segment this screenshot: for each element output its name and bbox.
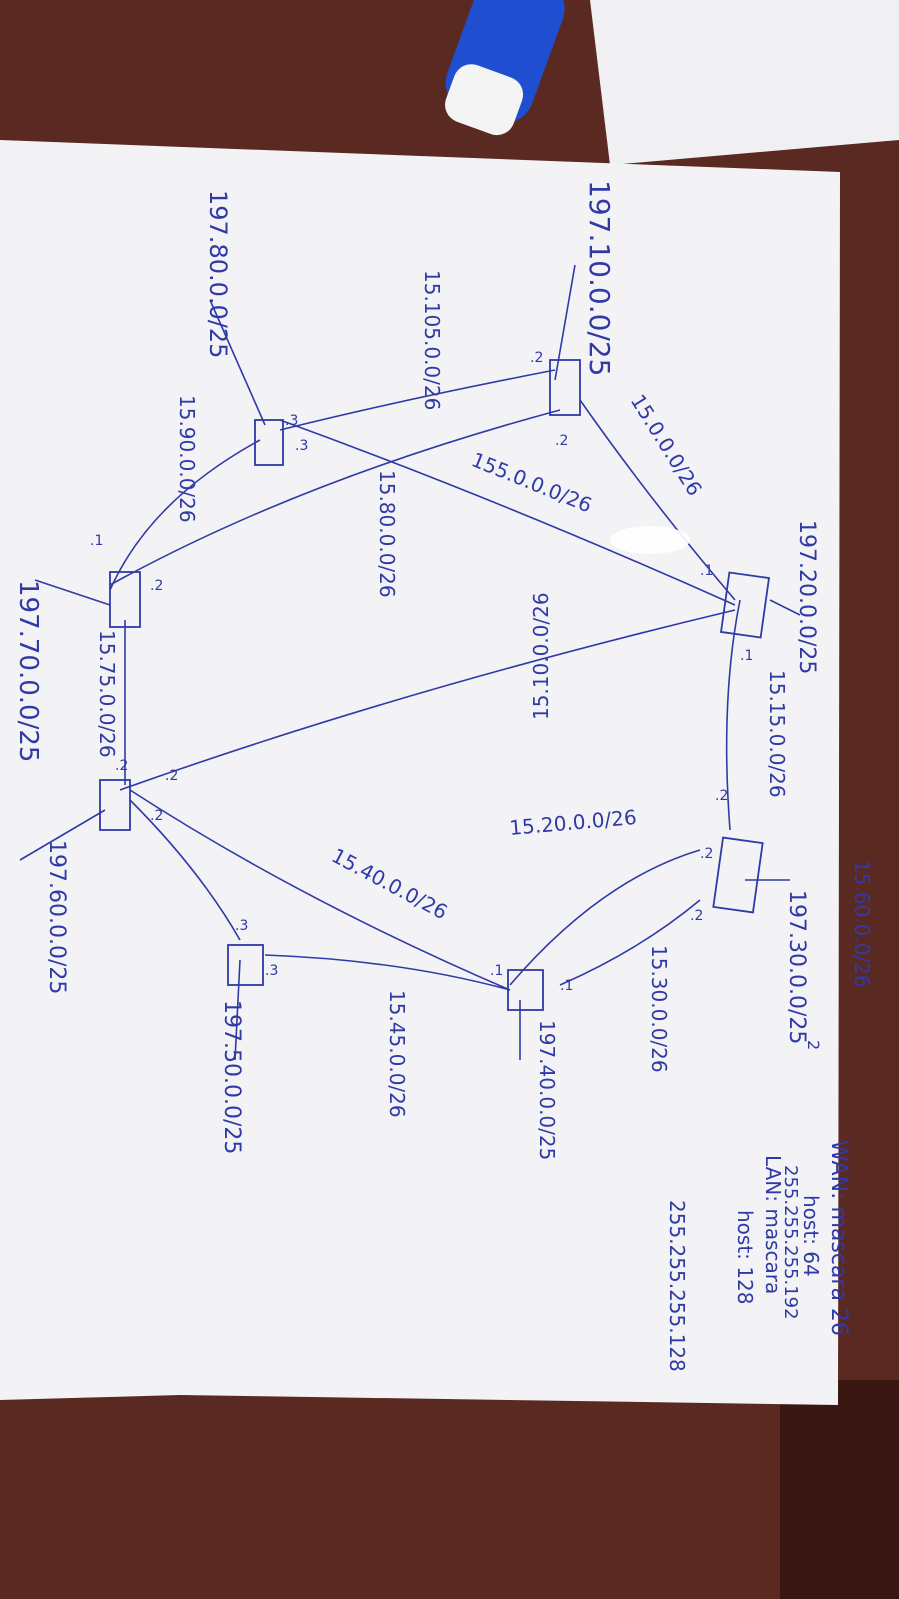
port-marker: .1 bbox=[700, 563, 713, 579]
wan-60-label: 15.60.0.0/26 bbox=[850, 860, 874, 988]
link-r2-r7 bbox=[509, 849, 701, 986]
port-marker: .1 bbox=[560, 978, 573, 994]
lan-a-label: 197.80.0.0/25 bbox=[204, 190, 232, 358]
port-marker: .3 bbox=[285, 413, 298, 429]
port-marker: .2 bbox=[115, 758, 128, 774]
router-r3 bbox=[549, 359, 581, 416]
wan-netmask-note: 255.255.255.192 bbox=[780, 1165, 801, 1320]
labels: 197.10.0.0/25 197.80.0.0/25 197.20.0.0/2… bbox=[13, 180, 874, 1372]
link-r4-r5 bbox=[109, 439, 261, 591]
port-marker: .2 bbox=[150, 808, 163, 824]
port-marker: .2 bbox=[690, 908, 703, 924]
lan-netmask-note: 255.255.255.128 bbox=[665, 1200, 689, 1372]
lan-top-left-label: 197.10.0.0/25 bbox=[583, 180, 616, 376]
router-r4 bbox=[254, 419, 284, 466]
router-r7 bbox=[507, 969, 544, 1011]
port-marker: .2 bbox=[555, 433, 568, 449]
link-r2-r7b bbox=[559, 899, 701, 986]
wan-45-label: 15.45.0.0/26 bbox=[385, 990, 409, 1118]
router-r8 bbox=[227, 944, 264, 986]
link-r6-r7 bbox=[129, 789, 511, 991]
whiteout-patch bbox=[610, 526, 690, 554]
wan-mask-note: WAN: mascara 26 bbox=[826, 1140, 851, 1336]
port-marker: .2 bbox=[165, 768, 178, 784]
link-r1-r2 bbox=[725, 599, 741, 831]
lan-host-note: host: 128 bbox=[733, 1210, 757, 1304]
lan-mask-note: LAN: mascara bbox=[761, 1155, 785, 1294]
lan-r8 bbox=[234, 959, 241, 1061]
port-marker: .2 bbox=[150, 578, 163, 594]
wan-30-label: 15.30.0.0/26 bbox=[647, 945, 671, 1073]
port-marker: .2 bbox=[530, 350, 543, 366]
lan-r1 bbox=[769, 599, 801, 616]
lan-c-label: 197.40.0.0/25 bbox=[535, 1020, 559, 1160]
wan-host-note: host: 64 bbox=[799, 1195, 823, 1277]
port-marker: .3 bbox=[295, 438, 308, 454]
lan-d-label: 197.50.0.0/25 bbox=[219, 1000, 244, 1154]
lan-b-label: 197.30.0.0/25 bbox=[784, 890, 809, 1044]
router-r2 bbox=[712, 836, 764, 914]
paper-sheet bbox=[0, 140, 840, 1405]
link-r8-r7 bbox=[264, 954, 511, 991]
lan-e-label: 197.60.0.0/25 bbox=[44, 840, 69, 994]
link-r1-r6 bbox=[119, 609, 736, 791]
port-marker: .2 bbox=[700, 846, 713, 862]
port-marker: .1 bbox=[90, 533, 103, 549]
link-r1-r4 bbox=[279, 419, 736, 606]
lan-r4 bbox=[209, 299, 266, 426]
link-r1-r3 bbox=[579, 399, 736, 601]
lan-bottom-left-label: 197.70.0.0/25 bbox=[13, 580, 43, 762]
lan-top-right-label: 197.20.0.0/25 bbox=[794, 520, 819, 674]
marker-pen bbox=[445, 0, 565, 136]
router-r5 bbox=[109, 571, 141, 628]
network-links bbox=[19, 264, 801, 1061]
wan-105-label: 15.105.0.0/26 bbox=[420, 270, 444, 410]
port-marker: .3 bbox=[265, 963, 278, 979]
lan-r5 bbox=[34, 579, 111, 606]
page-number: 2 bbox=[804, 1040, 823, 1050]
table-shadow bbox=[780, 1380, 899, 1599]
port-marker: .2 bbox=[715, 788, 728, 804]
wan-15-label: 15.15.0.0/26 bbox=[765, 670, 789, 798]
router-r1 bbox=[720, 571, 770, 639]
lan-r6 bbox=[19, 809, 106, 861]
wan-80-label: 15.80.0.0/26 bbox=[375, 470, 399, 598]
link-r3-r5 bbox=[109, 409, 561, 586]
wan-10-label: 15.10.0.0/26 bbox=[529, 592, 553, 720]
port-marker: .1 bbox=[490, 963, 503, 979]
router-r6 bbox=[99, 779, 131, 831]
back-paper-sheet bbox=[590, 0, 899, 165]
port-marker: .1 bbox=[740, 648, 753, 664]
wan-90-label: 15.90.0.0/26 bbox=[175, 395, 199, 523]
link-r3-r4 bbox=[279, 369, 556, 431]
wan-75-label: 15.75.0.0/26 bbox=[95, 630, 119, 758]
port-marker: .3 bbox=[235, 918, 248, 934]
link-r6-r8 bbox=[129, 799, 241, 941]
